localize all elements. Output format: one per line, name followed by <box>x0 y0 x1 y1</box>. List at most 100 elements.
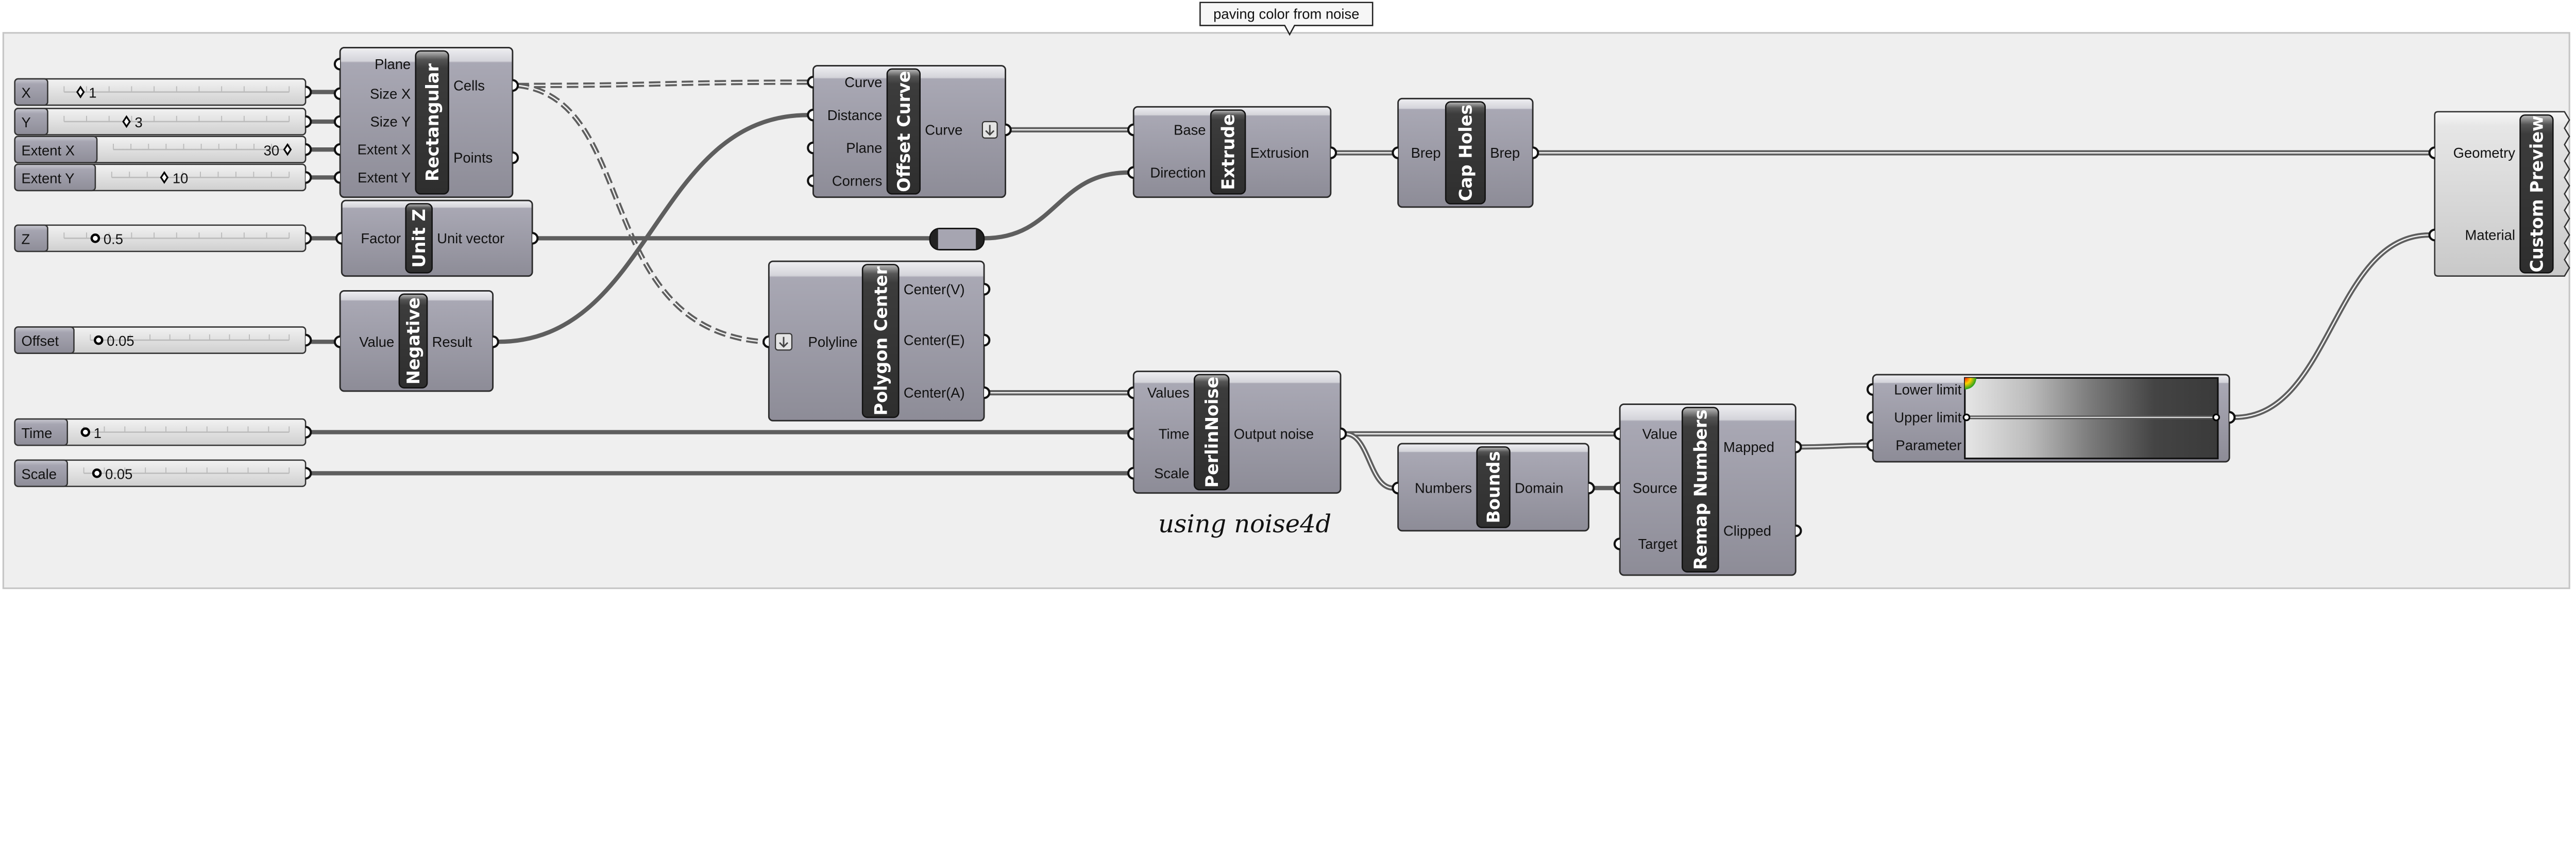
output-port-curve[interactable] <box>1005 123 1012 137</box>
graft-arrow-icon[interactable] <box>774 333 793 351</box>
slider-grip-diamond-icon[interactable] <box>160 171 169 184</box>
input-port-base[interactable] <box>1127 123 1134 137</box>
slider-grip-diamond-icon[interactable] <box>76 86 85 99</box>
wire-negative-to-distance[interactable] <box>498 113 808 344</box>
output-port-extrusion[interactable] <box>1330 146 1337 159</box>
wire-cells-to-polygon-center[interactable] <box>517 82 765 345</box>
output-port-center-e-[interactable] <box>984 333 991 347</box>
graft-arrow-icon[interactable] <box>981 121 998 139</box>
input-label: Size X <box>370 86 411 102</box>
input-port-lower-limit[interactable] <box>1866 383 1873 396</box>
slider-grip-circle-icon[interactable] <box>92 468 102 478</box>
wire-gradient-to-material[interactable] <box>2234 232 2430 420</box>
output-port-output-noise[interactable] <box>1340 427 1347 441</box>
output-port-domain[interactable] <box>1588 481 1595 495</box>
wire-noise-to-bounds[interactable] <box>1345 431 1394 491</box>
output-port-cells[interactable] <box>512 79 519 92</box>
slider-name: X <box>21 85 30 101</box>
input-port-size-x[interactable] <box>333 87 341 100</box>
input-port-source[interactable] <box>1613 481 1620 495</box>
output-port-unit-vector[interactable] <box>532 232 539 245</box>
input-port-plane[interactable] <box>807 141 814 155</box>
input-port-brep[interactable] <box>1392 146 1398 159</box>
input-port-numbers[interactable] <box>1392 481 1398 495</box>
input-port-material[interactable] <box>2428 228 2435 242</box>
input-port-value[interactable] <box>333 335 341 348</box>
slider-output-port[interactable] <box>305 467 312 480</box>
input-port-target[interactable] <box>1613 537 1620 550</box>
input-port-extent-y[interactable] <box>333 171 341 184</box>
group-tooltip: paving color from noise <box>1199 2 1374 36</box>
slider-grip-circle-icon[interactable] <box>90 233 100 243</box>
output-port-mapped[interactable] <box>1795 441 1802 453</box>
gradient-start-handle[interactable] <box>1962 413 1971 422</box>
input-port-distance[interactable] <box>807 108 814 122</box>
slider-name: Extent Y <box>21 171 74 187</box>
input-port-upper-limit[interactable] <box>1866 411 1873 424</box>
input-port-parameter[interactable] <box>1866 439 1873 452</box>
slider-output-port[interactable] <box>305 171 312 184</box>
input-label: Plane <box>375 56 411 72</box>
input-port-scale[interactable] <box>1127 467 1134 480</box>
input-port-time[interactable] <box>1127 427 1134 441</box>
slider-grip-diamond-icon[interactable] <box>283 143 292 156</box>
slider-output-port[interactable] <box>305 143 312 156</box>
output-port-center-v-[interactable] <box>984 282 991 296</box>
input-label: Size Y <box>370 114 411 130</box>
slider-grip-diamond-icon[interactable] <box>122 115 131 128</box>
wire-cells-to-offset-curve[interactable] <box>517 79 808 88</box>
input-port-plane[interactable] <box>333 58 341 71</box>
input-port-corners[interactable] <box>807 174 814 188</box>
output-port-result[interactable] <box>493 335 499 348</box>
relay-node[interactable] <box>929 227 985 250</box>
component-offset-curve[interactable]: Offset CurveCurveDistancePlaneCornersCur… <box>807 65 1012 198</box>
wires-layer <box>310 79 2430 491</box>
slider-output-port[interactable] <box>305 426 312 439</box>
slider-grip-circle-icon[interactable] <box>80 427 91 437</box>
slider-output-port[interactable] <box>305 333 312 347</box>
output-port-points[interactable] <box>512 151 519 164</box>
output-label: Output noise <box>1234 426 1314 442</box>
output-port-clipped[interactable] <box>1795 524 1802 537</box>
slider-output-port[interactable] <box>305 115 312 128</box>
output-port-brep[interactable] <box>1532 146 1539 159</box>
gradient-end-handle[interactable] <box>2212 413 2220 422</box>
output-port-colour[interactable] <box>2229 411 2236 424</box>
slider-output-port[interactable] <box>305 232 312 245</box>
output-port-center-a-[interactable] <box>984 386 991 399</box>
input-port-value[interactable] <box>1613 427 1620 441</box>
input-port-curve[interactable] <box>807 76 814 89</box>
component-remap-numbers[interactable]: Remap NumbersValueSourceTargetMappedClip… <box>1613 403 1802 576</box>
wire-mapped-to-parameter[interactable] <box>1800 443 1868 450</box>
component-polygon-center[interactable]: Polygon CenterPolylineCenter(V)Center(E)… <box>762 260 991 422</box>
wire-relay-to-direction[interactable] <box>984 170 1129 241</box>
input-port-polyline[interactable] <box>762 335 769 348</box>
input-port-extent-x[interactable] <box>333 143 341 156</box>
input-port-direction[interactable] <box>1127 166 1134 179</box>
input-port-size-y[interactable] <box>333 115 341 128</box>
slider-grip-circle-icon[interactable] <box>94 335 104 345</box>
input-port-factor[interactable] <box>335 232 342 245</box>
input-port-values[interactable] <box>1127 386 1134 399</box>
gradient-preset-swatch-icon[interactable] <box>1964 378 1977 390</box>
input-port-geometry[interactable] <box>2428 146 2435 159</box>
slider-output-port[interactable] <box>305 86 312 98</box>
